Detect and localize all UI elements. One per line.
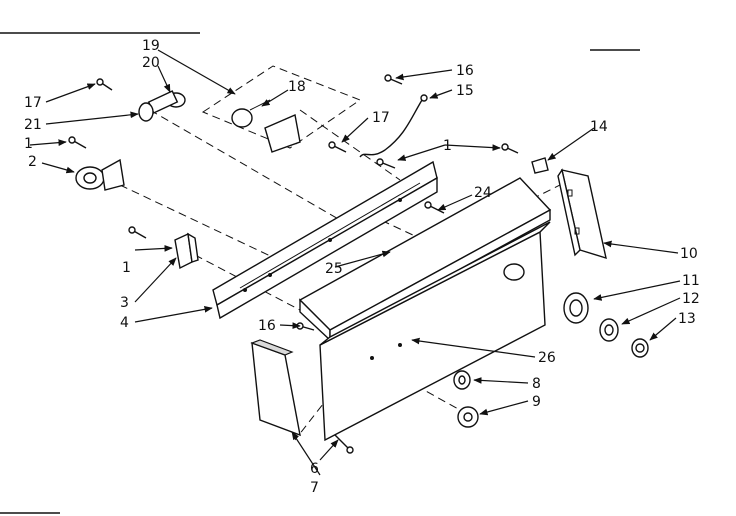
end-cap-part-7 <box>250 339 301 437</box>
dial-part-12 <box>599 318 619 342</box>
callout-15: 15 <box>456 83 474 99</box>
screw-part-1-right <box>501 143 519 154</box>
knob-part-13 <box>631 338 649 358</box>
wire-terminal <box>420 94 428 102</box>
screw-part-17-left <box>96 78 113 91</box>
rear-rail-part-4 <box>212 160 438 320</box>
screw-part-1-b <box>376 158 396 169</box>
alignment-line-a <box>149 109 341 221</box>
callout-21: 21 <box>24 117 42 133</box>
alignment-line-b <box>119 184 301 271</box>
callout-14: 14 <box>590 119 608 135</box>
alignment-line-f <box>294 394 331 441</box>
switch-subassembly-box <box>201 65 362 149</box>
callout-9: 9 <box>532 394 541 410</box>
callout-6: 6 <box>310 461 319 477</box>
callout-3: 3 <box>120 295 129 311</box>
screw-part-17-mid <box>328 141 347 153</box>
motor-part-2 <box>75 158 125 191</box>
bezel-part-11 <box>563 292 589 324</box>
callout-24: 24 <box>474 185 492 201</box>
callout-1-right: 1 <box>443 138 452 154</box>
callout-13: 13 <box>678 311 696 327</box>
callout-16-top: 16 <box>456 63 474 79</box>
screw-part-6 <box>334 434 354 454</box>
callout-18: 18 <box>288 79 306 95</box>
capacitor-part-20 <box>138 90 186 122</box>
screw-part-16-top <box>384 74 403 85</box>
callout-20: 20 <box>142 55 160 71</box>
callout-25: 25 <box>325 261 343 277</box>
callout-17-left: 17 <box>24 95 42 111</box>
screw-part-24 <box>424 201 445 214</box>
callout-10: 10 <box>680 246 698 262</box>
callout-7: 7 <box>310 480 319 496</box>
callout-17-mid: 17 <box>372 110 390 126</box>
knob-part-8 <box>453 370 471 390</box>
callout-19: 19 <box>142 38 160 54</box>
end-cap-part-10 <box>557 168 607 260</box>
clip-part-14 <box>531 157 549 174</box>
callout-12: 12 <box>682 291 700 307</box>
screw-part-1-left <box>68 136 87 149</box>
wire-part-15 <box>359 99 423 158</box>
bracket-part-3 <box>174 232 199 270</box>
callout-1-mid: 1 <box>122 260 131 276</box>
alignment-line-d <box>299 109 401 181</box>
console-panel-part-26 <box>319 221 551 442</box>
knob-part-9 <box>457 406 479 428</box>
switch-part-18 <box>231 99 301 153</box>
callout-26: 26 <box>538 350 556 366</box>
callout-2: 2 <box>28 154 37 170</box>
callout-16-bottom: 16 <box>258 318 276 334</box>
callout-4: 4 <box>120 315 129 331</box>
callout-1-top: 1 <box>24 136 33 152</box>
callout-11: 11 <box>682 273 700 289</box>
callout-8: 8 <box>532 376 541 392</box>
screw-part-1-mid <box>128 226 147 239</box>
